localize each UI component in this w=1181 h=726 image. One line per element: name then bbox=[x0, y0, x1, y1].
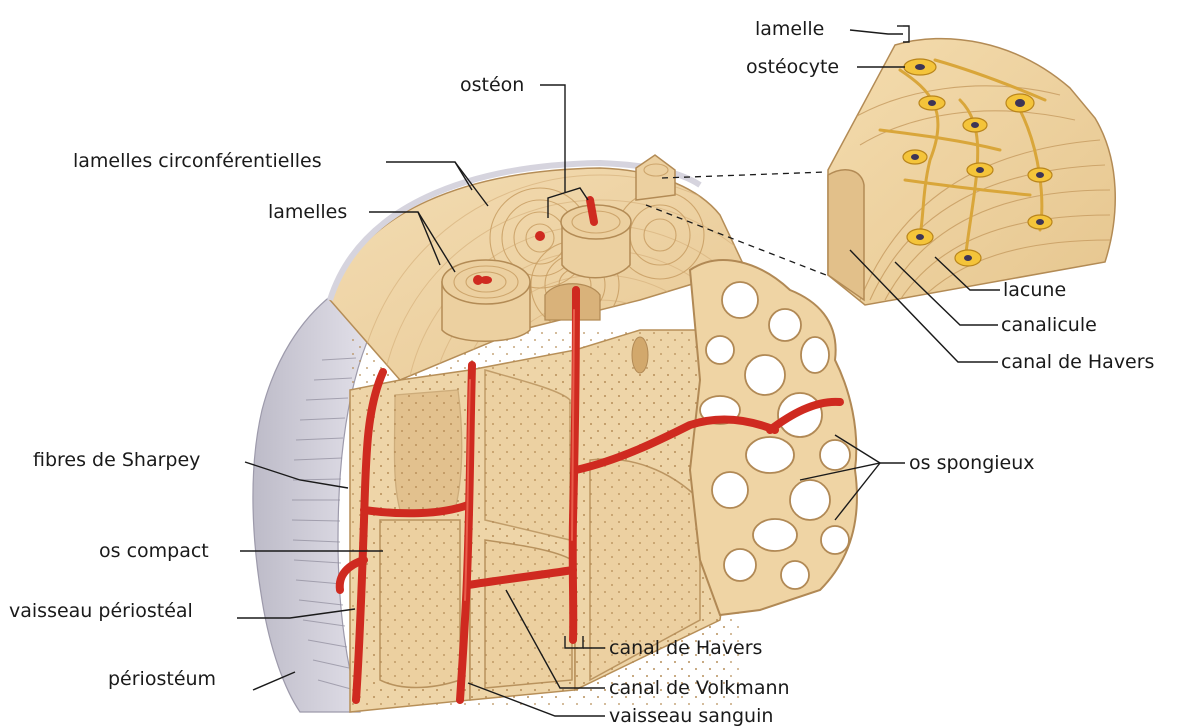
label-lacune: lacune bbox=[1003, 279, 1066, 301]
osteon-cylinder-left bbox=[442, 260, 530, 341]
label-canalicule: canalicule bbox=[1001, 314, 1097, 336]
label-os-spongieux: os spongieux bbox=[909, 452, 1035, 474]
label-canal-de-volkmann: canal de Volkmann bbox=[609, 677, 790, 699]
label-fibres-de-sharpey: fibres de Sharpey bbox=[33, 449, 200, 471]
spongy-bone bbox=[690, 260, 857, 615]
label-periosteum: périostéum bbox=[108, 668, 216, 690]
label-canal-de-havers-bottom: canal de Havers bbox=[609, 637, 762, 659]
label-lamelles: lamelles bbox=[268, 201, 347, 223]
label-vaisseau-sanguin: vaisseau sanguin bbox=[609, 705, 773, 726]
label-os-compact: os compact bbox=[99, 540, 209, 562]
label-osteocyte: ostéocyte bbox=[746, 56, 839, 78]
label-lamelles-circonferentielles: lamelles circonférentielles bbox=[73, 150, 322, 172]
label-lamelle: lamelle bbox=[755, 18, 824, 40]
label-canal-de-havers-inset: canal de Havers bbox=[1001, 351, 1154, 373]
label-osteon: ostéon bbox=[460, 74, 524, 96]
label-vaisseau-periosteal: vaisseau périostéal bbox=[9, 600, 193, 622]
bone-chip bbox=[636, 155, 675, 200]
